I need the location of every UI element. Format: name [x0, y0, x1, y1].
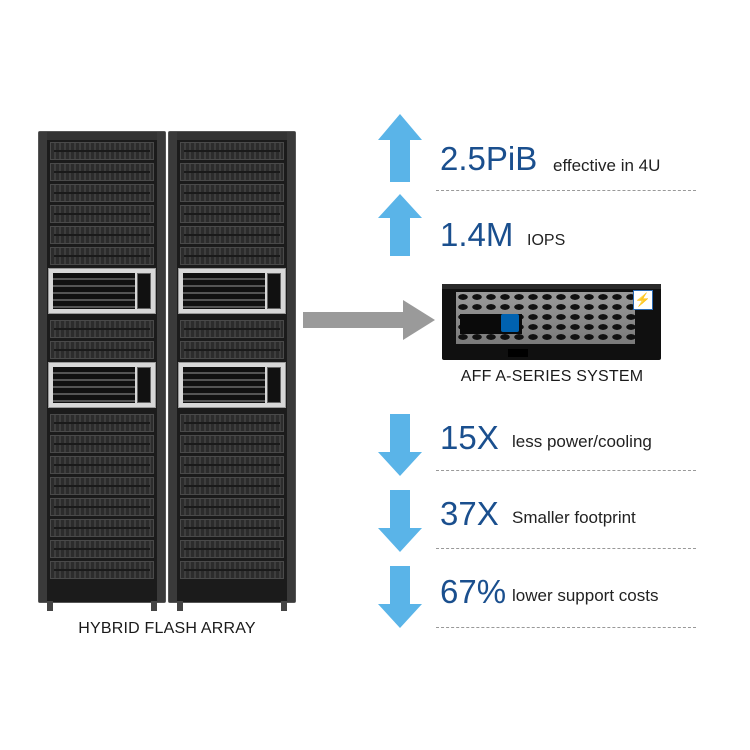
controller-module: [48, 268, 156, 314]
metric-label: lower support costs: [512, 586, 659, 605]
rack-slots: [178, 142, 286, 592]
aff-system-caption: AFF A-SERIES SYSTEM: [460, 368, 644, 385]
drive-shelf: [50, 414, 154, 432]
metric-label: less power/cooling: [512, 432, 652, 451]
drive-shelf: [180, 456, 284, 474]
drive-shelf: [50, 247, 154, 265]
metric-support-costs: 67% lower support costs: [378, 566, 696, 632]
drive-shelf: [180, 341, 284, 359]
controller-module: [48, 362, 156, 408]
drive-shelf: [180, 142, 284, 160]
hybrid-flash-array-rack-right: [168, 131, 296, 611]
drive-shelf: [50, 341, 154, 359]
drive-shelf: [180, 477, 284, 495]
metric-value: 2.5PiB: [440, 140, 538, 177]
metric-label: IOPS: [527, 232, 566, 249]
drive-shelf: [180, 498, 284, 516]
drive-shelf: [50, 205, 154, 223]
down-arrow-icon: [378, 414, 422, 476]
drive-shelf: [180, 184, 284, 202]
drive-shelf: [180, 205, 284, 223]
drive-shelf: [50, 163, 154, 181]
divider: [436, 190, 696, 191]
hybrid-flash-array-caption: HYBRID FLASH ARRAY: [78, 620, 256, 637]
metric-iops: 1.4M IOPS: [378, 194, 696, 260]
drive-shelf: [50, 498, 154, 516]
lightning-icon: ⚡: [633, 290, 653, 310]
drive-shelf: [50, 226, 154, 244]
metric-power: 15X less power/cooling: [378, 414, 696, 480]
divider: [436, 627, 696, 628]
drive-shelf: [50, 561, 154, 579]
drive-shelf: [50, 456, 154, 474]
controller-module: [178, 362, 286, 408]
netapp-logo-icon: [501, 314, 519, 332]
drive-shelf: [180, 226, 284, 244]
metric-label: Smaller footprint: [512, 508, 636, 527]
drive-shelf: [180, 561, 284, 579]
drive-shelf: [180, 540, 284, 558]
drive-shelf: [50, 477, 154, 495]
drive-shelf: [180, 320, 284, 338]
aff-a-series-system-image: ⚡: [442, 284, 661, 360]
down-arrow-icon: [378, 566, 422, 628]
metric-value: 37X: [440, 495, 499, 532]
drive-shelf: [50, 540, 154, 558]
up-arrow-icon: [378, 194, 422, 256]
drive-shelf: [50, 142, 154, 160]
drive-shelf: [180, 435, 284, 453]
divider: [436, 470, 696, 471]
metric-value: 67%: [440, 573, 507, 610]
metric-label: effective in 4U: [553, 156, 661, 175]
metric-value: 1.4M: [440, 216, 514, 253]
metric-capacity: 2.5PiB effective in 4U: [378, 114, 696, 191]
right-arrow-icon: [303, 300, 435, 340]
divider: [436, 548, 696, 549]
up-arrow-icon: [378, 114, 422, 182]
down-arrow-icon: [378, 490, 422, 552]
drive-shelf: [180, 163, 284, 181]
drive-shelf: [180, 247, 284, 265]
hybrid-flash-array-rack-left: [38, 131, 166, 611]
metric-footprint: 37X Smaller footprint: [378, 490, 696, 556]
drive-shelf: [50, 435, 154, 453]
drive-shelf: [180, 414, 284, 432]
rack-slots: [48, 142, 156, 592]
controller-module: [178, 268, 286, 314]
drive-shelf: [50, 320, 154, 338]
drive-shelf: [180, 519, 284, 537]
drive-shelf: [50, 519, 154, 537]
metric-value: 15X: [440, 419, 499, 456]
drive-shelf: [50, 184, 154, 202]
